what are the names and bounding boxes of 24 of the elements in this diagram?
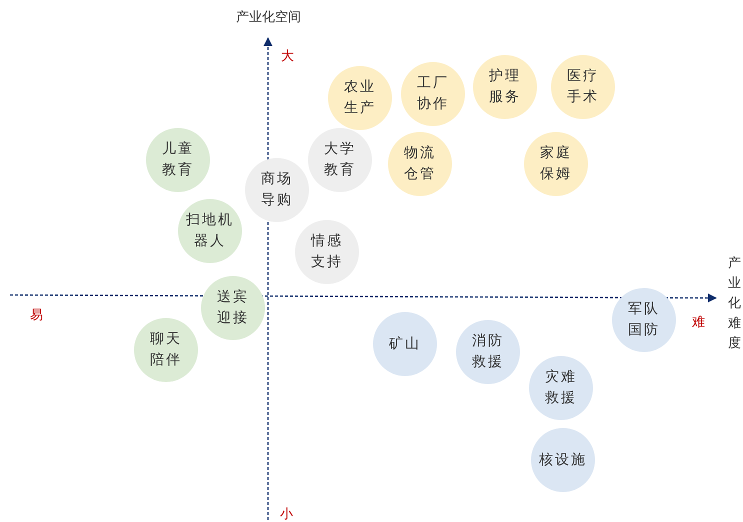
axis-end-label: 大 xyxy=(281,49,294,65)
topic-label: 送宾迎接 xyxy=(216,288,250,328)
topic-label: 军队国防 xyxy=(627,300,661,340)
axis-title: 产业化空间 xyxy=(236,10,301,26)
axis-title: 产业化难度 xyxy=(728,255,742,353)
topic-label: 矿山 xyxy=(388,334,422,354)
topic-label: 灾难救援 xyxy=(544,368,578,408)
topic-label: 核设施 xyxy=(538,450,588,470)
topic-label: 大学教育 xyxy=(323,140,357,180)
topic-label: 消防救援 xyxy=(471,332,505,372)
axis-end-label: 易 xyxy=(30,308,43,324)
axis-end-label: 小 xyxy=(280,507,293,522)
topic-label: 情感支持 xyxy=(310,232,344,272)
topic-label: 物流仓管 xyxy=(403,144,437,184)
axis-end-label: 难 xyxy=(692,315,705,331)
topic-label: 儿童教育 xyxy=(161,140,195,180)
topic-label: 商场导购 xyxy=(260,170,294,210)
topic-label: 家庭保姆 xyxy=(539,144,573,184)
topic-label: 农业生产 xyxy=(343,78,377,118)
topic-label: 扫地机器人 xyxy=(185,211,235,251)
topic-label: 聊天陪伴 xyxy=(149,330,183,370)
topic-label: 工厂协作 xyxy=(416,74,450,114)
topic-label: 护理服务 xyxy=(488,67,522,107)
topic-label: 医疗手术 xyxy=(566,67,600,107)
